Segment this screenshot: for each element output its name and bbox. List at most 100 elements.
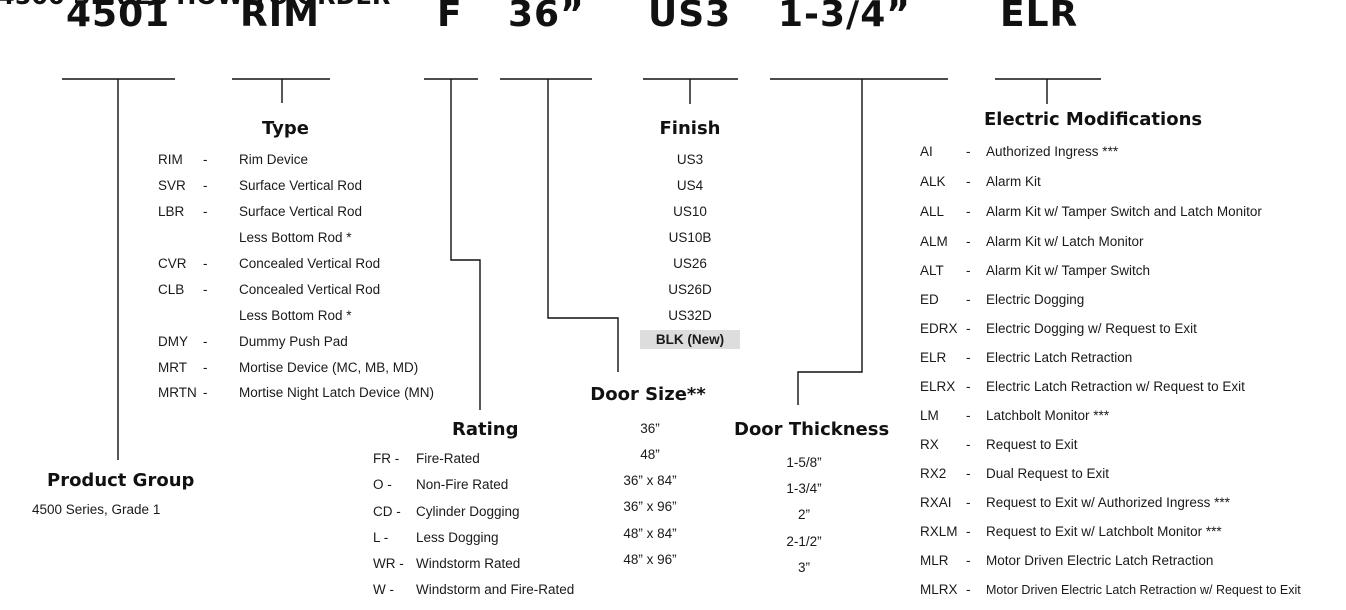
electric-code: RX2 xyxy=(920,466,947,481)
door-size-item: 48” x 96” xyxy=(623,552,677,567)
electric-desc: Request to Exit xyxy=(986,437,1078,452)
type-sep: - xyxy=(203,256,208,271)
type-sep: - xyxy=(203,282,208,297)
electric-code: MLRX xyxy=(920,582,958,597)
rating-desc: Windstorm and Fire-Rated xyxy=(416,582,575,597)
door-size-item: 48” x 84” xyxy=(623,526,677,541)
electric-desc: Electric Dogging w/ Request to Exit xyxy=(986,321,1197,336)
electric-desc: Alarm Kit w/ Tamper Switch and Latch Mon… xyxy=(986,204,1262,219)
electric-code: AI xyxy=(920,144,933,159)
electric-code: ALM xyxy=(920,234,948,249)
rating-code: FR - xyxy=(373,451,400,466)
electric-desc: Dual Request to Exit xyxy=(986,466,1110,481)
electric-sep: - xyxy=(966,204,971,219)
type-code: MRTN xyxy=(158,385,197,400)
rating-desc: Less Dogging xyxy=(416,530,499,545)
type-desc: Mortise Night Latch Device (MN) xyxy=(239,385,435,400)
electric-desc: Authorized Ingress *** xyxy=(986,144,1119,159)
electric-desc: Alarm Kit w/ Latch Monitor xyxy=(986,234,1144,249)
door-size-item: 36” x 96” xyxy=(623,499,677,514)
electric-code: ELRX xyxy=(920,379,956,394)
connector-door-size xyxy=(547,79,619,372)
type-code: CVR xyxy=(158,256,187,271)
electric-desc: Request to Exit w/ Authorized Ingress **… xyxy=(986,495,1230,510)
electric-sep: - xyxy=(966,379,971,394)
door-thickness-item: 1-5/8” xyxy=(786,455,822,470)
door-size-item: 36” xyxy=(640,421,660,436)
finish-item: US32D xyxy=(668,308,712,323)
type-desc: Concealed Vertical Rod xyxy=(239,256,381,271)
electric-desc: Motor Driven Electric Latch Retraction xyxy=(986,553,1214,568)
door-thickness-item: 2-1/2” xyxy=(786,534,822,549)
finish-item: US26D xyxy=(668,282,712,297)
electric-sep: - xyxy=(966,144,971,159)
finish-item: US10 xyxy=(673,204,707,219)
electric-desc: Electric Latch Retraction w/ Request to … xyxy=(986,379,1245,394)
type-code: RIM xyxy=(158,152,183,167)
type-desc: Surface Vertical Rod xyxy=(239,178,363,193)
code-electric-modifications: ELR xyxy=(1000,0,1079,35)
door-size-title: Door Size** xyxy=(590,384,706,405)
electric-sep: - xyxy=(966,437,971,452)
electric-code: RXAI xyxy=(920,495,952,510)
type-desc: Rim Device xyxy=(239,152,309,167)
finish-item: US3 xyxy=(676,152,704,167)
electric-code: ALT xyxy=(920,263,944,278)
finish-item: US26 xyxy=(673,256,707,271)
electric-code: ALL xyxy=(920,204,945,219)
type-code: CLB xyxy=(158,282,185,297)
electric-desc: Latchbolt Monitor *** xyxy=(986,408,1110,423)
type-desc: Dummy Push Pad xyxy=(239,334,348,349)
type-sep: - xyxy=(203,334,208,349)
electric-code: RX xyxy=(920,437,939,452)
code-door-size: 36” xyxy=(508,0,585,35)
electric-sep: - xyxy=(966,350,971,365)
electric-sep: - xyxy=(966,582,971,597)
electric-code: MLR xyxy=(920,553,949,568)
type-desc: Mortise Device (MC, MB, MD) xyxy=(239,360,419,375)
electric-code: ALK xyxy=(920,174,946,189)
electric-code: LM xyxy=(920,408,939,423)
rating-code: CD - xyxy=(373,504,401,519)
electric-sep: - xyxy=(966,321,971,336)
electric-sep: - xyxy=(966,466,971,481)
electric-code: RXLM xyxy=(920,524,958,539)
electric-sep: - xyxy=(966,495,971,510)
type-code: MRT xyxy=(158,360,187,375)
rating-code: O - xyxy=(373,477,392,492)
electric-code: ELR xyxy=(920,350,947,365)
electric-desc: Motor Driven Electric Latch Retraction w… xyxy=(986,583,1301,597)
door-thickness-item: 3” xyxy=(797,560,810,575)
type-sep: - xyxy=(203,152,208,167)
type-code: DMY xyxy=(158,334,188,349)
type-desc: Surface Vertical Rod xyxy=(239,204,363,219)
rating-code: W - xyxy=(373,582,394,597)
electric-sep: - xyxy=(966,408,971,423)
type-sep: - xyxy=(203,204,208,219)
code-finish: US3 xyxy=(648,0,732,35)
product-group-text: 4500 Series, Grade 1 xyxy=(32,502,161,517)
door-thickness-title: Door Thickness xyxy=(734,419,890,440)
type-desc: Concealed Vertical Rod xyxy=(239,282,381,297)
type-desc-line2: Less Bottom Rod * xyxy=(239,308,352,323)
type-sep: - xyxy=(203,385,208,400)
electric-desc: Request to Exit w/ Latchbolt Monitor *** xyxy=(986,524,1222,539)
connector-door-thickness xyxy=(797,79,863,405)
code-door-thickness: 1-3/4” xyxy=(778,0,911,35)
electric-desc: Electric Dogging xyxy=(986,292,1085,307)
electric-modifications-title: Electric Modifications xyxy=(984,109,1203,130)
electric-sep: - xyxy=(966,234,971,249)
rating-title: Rating xyxy=(452,419,519,440)
door-size-item: 48” xyxy=(640,447,660,462)
type-sep: - xyxy=(203,178,208,193)
type-code: SVR xyxy=(158,178,186,193)
rating-code: WR - xyxy=(373,556,404,571)
electric-sep: - xyxy=(966,174,971,189)
rating-desc: Fire-Rated xyxy=(416,451,480,466)
finish-item: US10B xyxy=(668,230,712,245)
electric-sep: - xyxy=(966,524,971,539)
electric-desc: Alarm Kit xyxy=(986,174,1041,189)
electric-desc: Alarm Kit w/ Tamper Switch xyxy=(986,263,1151,278)
rating-desc: Windstorm Rated xyxy=(416,556,521,571)
